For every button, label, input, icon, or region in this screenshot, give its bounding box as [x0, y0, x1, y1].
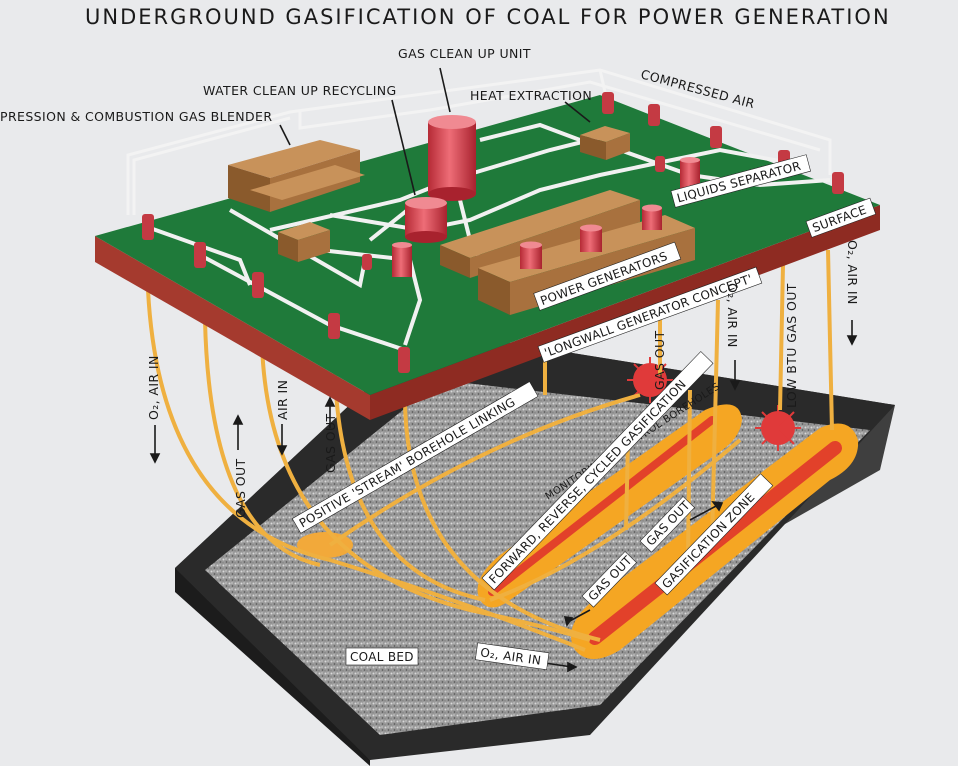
label-low-btu-gas-out: LOW BTU GAS OUT: [784, 283, 799, 408]
borehole-center: [402, 384, 601, 642]
label-water-clean-up: WATER CLEAN UP RECYCLING: [203, 83, 397, 98]
label-o2-air-in-right: O₂, AIR IN: [845, 240, 860, 305]
borehole-monitoring-3: [624, 439, 630, 531]
surface-slab-left-edge: [95, 236, 370, 420]
flow-arrows: [149, 320, 858, 673]
label-coal-bed: COAL BED: [345, 647, 419, 666]
surface-slab-right-edge: [370, 205, 880, 420]
label-gas-out-left2: GAS OUT: [323, 413, 338, 473]
boreholes: [146, 249, 834, 652]
borehole-monitoring-1: [710, 299, 720, 541]
borehole-o2-right: [826, 249, 834, 431]
air-pipe-secondary: [132, 116, 291, 215]
coal-seam-front-edge: [175, 568, 370, 766]
leader-heat-extraction: [564, 101, 591, 123]
air-pipe-drop: [598, 69, 607, 93]
gas-clean-up-tank: [428, 115, 476, 201]
label-gas-blender: PRESSION & COMBUSTION GAS BLENDER: [0, 109, 272, 124]
wellhead: [832, 172, 844, 194]
borehole-air-in-left: [260, 344, 591, 642]
leader-water-clean-up: [391, 99, 416, 196]
separator-tank: [392, 242, 412, 277]
water-clean-up-tank: [405, 197, 447, 243]
borehole-monitoring-2: [686, 389, 692, 561]
wellhead: [602, 92, 614, 114]
air-pipe-upper: [298, 80, 821, 152]
pump-house: [278, 222, 330, 262]
channel-forward-core: [488, 416, 716, 596]
pipe: [479, 122, 581, 142]
wellhead: [710, 126, 722, 148]
leader-lines: [279, 67, 591, 196]
label-air-in-left: AIR IN: [275, 380, 290, 420]
channel-forward-reverse: [477, 404, 742, 608]
label-gas-clean-up-unit: GAS CLEAN UP UNIT: [398, 46, 531, 61]
label-gas-out-top: GAS OUT: [652, 330, 667, 390]
wellhead: [648, 104, 660, 126]
wellhead: [194, 242, 206, 268]
wellhead: [252, 272, 264, 298]
wellhead: [398, 347, 410, 373]
wellhead: [142, 214, 154, 240]
generator-unit: [520, 204, 662, 269]
wellhead: [328, 313, 340, 339]
gas-burst-icon: [755, 405, 801, 451]
pipe: [149, 226, 252, 286]
wellhead: [655, 156, 665, 172]
borehole-gas-out-left2: [333, 369, 486, 602]
borehole-gas-out-left: [203, 319, 321, 567]
wellhead: [362, 254, 372, 270]
gas-blender-building: [228, 140, 365, 212]
label-o2-air-in-bottom: O₂, AIR IN: [474, 642, 550, 671]
label-gas-out-left: GAS OUT: [233, 458, 248, 518]
leader-gas-clean-up: [439, 67, 451, 113]
heat-extraction-building: [580, 126, 630, 160]
diagram-title: UNDERGROUND GASIFICATION OF COAL FOR POW…: [85, 5, 891, 29]
borehole-low-btu: [778, 264, 785, 411]
label-o2-air-in-left: O₂, AIR IN: [146, 355, 161, 420]
liquids-separator-tank: [680, 157, 700, 188]
label-o2-air-in-mid: O₂, AIR IN: [725, 283, 740, 348]
borehole-link-1: [489, 438, 742, 602]
leader-gas-blender: [279, 124, 291, 146]
label-coal-bed-text: COAL BED: [350, 650, 414, 664]
borehole-link-2: [328, 393, 641, 547]
label-heat-extraction: HEAT EXTRACTION: [470, 88, 592, 103]
